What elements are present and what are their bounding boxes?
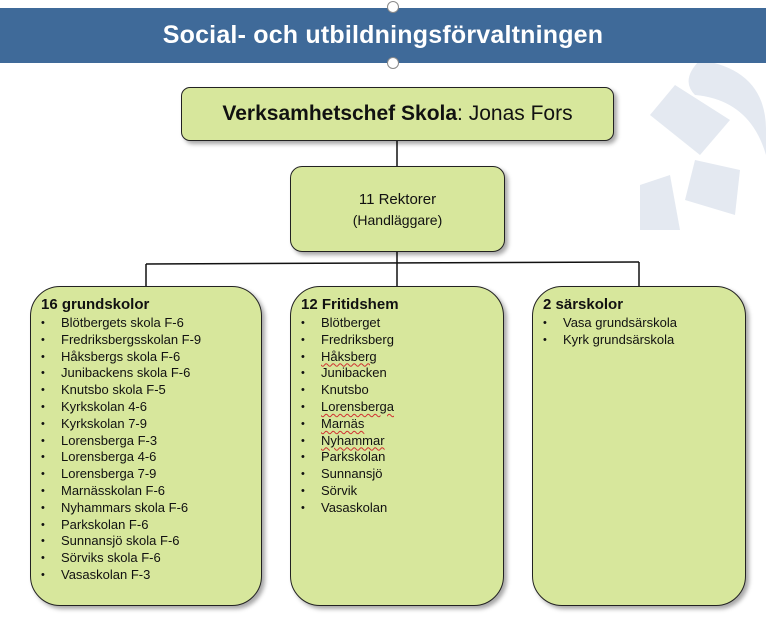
fritidshem-title: 12 Fritidshem xyxy=(301,296,399,313)
list-item: Junibackens skola F-6 xyxy=(41,365,251,382)
list-item: Lorensberga 7-9 xyxy=(41,466,251,483)
decorative-shape xyxy=(640,60,766,230)
grundskolor-list: Blötbergets skola F-6 Fredriksbergsskola… xyxy=(41,315,251,584)
list-item: Marnäs xyxy=(301,416,493,433)
list-item: Sunnansjö xyxy=(301,466,493,483)
title-bar: Social- och utbildningsförvaltningen xyxy=(0,8,766,63)
list-item: Kyrk grundsärskola xyxy=(543,332,735,349)
resize-handle-top[interactable] xyxy=(387,1,399,13)
list-item: Håksbergs skola F-6 xyxy=(41,349,251,366)
list-item: Sunnansjö skola F-6 xyxy=(41,533,251,550)
list-item: Håksberg xyxy=(301,349,493,366)
head-box: Verksamhetschef Skola: Jonas Fors xyxy=(181,87,614,141)
grundskolor-box: 16 grundskolor Blötbergets skola F-6 Fre… xyxy=(30,286,262,606)
list-item: Kyrkskolan 4-6 xyxy=(41,399,251,416)
grundskolor-title: 16 grundskolor xyxy=(41,296,150,313)
list-item: Vasaskolan F-3 xyxy=(41,567,251,584)
head-separator: : xyxy=(457,102,469,125)
head-role: Verksamhetschef Skola xyxy=(222,102,458,125)
list-item: Vasaskolan xyxy=(301,500,493,517)
list-item: Fredriksbergsskolan F-9 xyxy=(41,332,251,349)
rektorer-count: 11 Rektorer xyxy=(358,190,437,208)
list-item: Fredriksberg xyxy=(301,332,493,349)
list-item: Sörviks skola F-6 xyxy=(41,550,251,567)
list-item-text: Håksberg xyxy=(321,348,377,364)
list-item: Knutsbo xyxy=(301,382,493,399)
list-item: Marnässkolan F-6 xyxy=(41,483,251,500)
list-item: Junibacken xyxy=(301,365,493,382)
list-item: Knutsbo skola F-5 xyxy=(41,382,251,399)
resize-handle-bottom[interactable] xyxy=(387,57,399,69)
list-item: Sörvik xyxy=(301,483,493,500)
list-item: Blötberget xyxy=(301,315,493,332)
sarskolor-list: Vasa grundsärskola Kyrk grundsärskola xyxy=(543,315,735,349)
list-item: Lorensberga xyxy=(301,399,493,416)
fritidshem-box: 12 Fritidshem Blötberget Fredriksberg Hå… xyxy=(290,286,504,606)
page-title: Social- och utbildningsförvaltningen xyxy=(162,21,604,49)
list-item: Kyrkskolan 7-9 xyxy=(41,416,251,433)
sarskolor-box: 2 särskolor Vasa grundsärskola Kyrk grun… xyxy=(532,286,746,606)
list-item: Vasa grundsärskola xyxy=(543,315,735,332)
rektorer-role: (Handläggare) xyxy=(352,211,443,228)
list-item: Blötbergets skola F-6 xyxy=(41,315,251,332)
list-item: Nyhammar xyxy=(301,433,493,450)
head-name: Jonas Fors xyxy=(468,102,573,125)
list-item-text: Nyhammar xyxy=(321,432,385,448)
list-item: Lorensberga F-3 xyxy=(41,433,251,450)
list-item: Nyhammars skola F-6 xyxy=(41,500,251,517)
sarskolor-title: 2 särskolor xyxy=(543,296,624,313)
list-item-text: Lorensberga xyxy=(321,398,394,414)
list-item: Lorensberga 4-6 xyxy=(41,449,251,466)
list-item: Parkskolan xyxy=(301,449,493,466)
list-item-text: Marnäs xyxy=(321,415,365,431)
list-item: Parkskolan F-6 xyxy=(41,517,251,534)
rektorer-box: 11 Rektorer (Handläggare) xyxy=(290,166,505,252)
fritidshem-list: Blötberget Fredriksberg Håksberg Junibac… xyxy=(301,315,493,517)
